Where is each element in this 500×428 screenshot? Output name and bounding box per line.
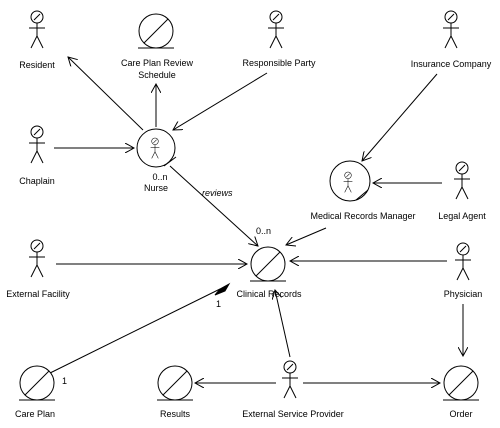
- clinical-multiplicity: 0..n: [256, 226, 271, 236]
- node-label: Nurse: [144, 183, 168, 193]
- aggregation-diamond: [214, 282, 231, 296]
- node-care-plan-review-schedule[interactable]: Care Plan Review Schedule: [121, 13, 194, 80]
- node-label: Responsible Party: [242, 58, 316, 68]
- edge-mrm-clinical: [286, 227, 327, 245]
- edge-nurse-clinical: [169, 165, 258, 246]
- node-label-line2: Schedule: [138, 70, 176, 80]
- node-label: Clinical Records: [236, 289, 302, 299]
- node-responsible-party[interactable]: Responsible Party: [242, 10, 316, 68]
- node-label: External Facility: [6, 289, 70, 299]
- node-label-line1: Care Plan Review: [121, 58, 194, 68]
- node-label: Physician: [444, 289, 483, 299]
- node-nurse[interactable]: 0..n Nurse: [136, 128, 177, 193]
- connectors: [43, 57, 463, 383]
- node-order[interactable]: Order: [442, 365, 480, 419]
- care-plan-multiplicity: 1: [62, 376, 67, 386]
- actor-icon: [28, 239, 46, 278]
- edge-label-reviews: reviews: [202, 188, 233, 198]
- aggregation-multiplicity: 1: [216, 299, 221, 309]
- node-label: External Service Provider: [242, 409, 344, 419]
- node-resident[interactable]: Resident: [19, 10, 55, 70]
- entity-icon: [442, 365, 480, 401]
- nurse-multiplicity: 0..n: [152, 172, 167, 182]
- node-label: Legal Agent: [438, 211, 486, 221]
- actor-icon: [28, 10, 46, 49]
- entity-icon: [18, 365, 56, 401]
- node-label: Resident: [19, 60, 55, 70]
- node-results[interactable]: Results: [156, 365, 194, 419]
- node-care-plan[interactable]: 1 Care Plan: [15, 365, 67, 419]
- node-chaplain[interactable]: Chaplain: [19, 125, 55, 186]
- actor-icon: [281, 360, 299, 399]
- node-label: Results: [160, 409, 191, 419]
- node-clinical-records[interactable]: 0..n Clinical Records: [236, 226, 302, 299]
- edge-responsible-nurse: [173, 72, 268, 130]
- edge-careplan-aggregation: [43, 288, 221, 377]
- node-label: Care Plan: [15, 409, 55, 419]
- worker-tail: [163, 156, 177, 167]
- node-label: Order: [449, 409, 472, 419]
- worker-circle: [136, 128, 176, 168]
- actor-icon: [453, 161, 471, 200]
- actor-icon: [267, 10, 285, 49]
- node-legal-agent[interactable]: Legal Agent: [438, 161, 486, 221]
- worker-circle: [329, 160, 371, 202]
- node-medical-records-manager[interactable]: Medical Records Manager: [310, 160, 416, 221]
- node-label: Medical Records Manager: [310, 211, 415, 221]
- node-external-service-provider[interactable]: External Service Provider: [242, 360, 344, 419]
- edge-esp-clinical: [275, 290, 291, 358]
- node-insurance-company[interactable]: Insurance Company: [411, 10, 492, 69]
- node-external-facility[interactable]: External Facility: [6, 239, 70, 299]
- node-physician[interactable]: Physician: [444, 242, 483, 299]
- actor-icon: [28, 125, 46, 164]
- entity-icon: [156, 365, 194, 401]
- worker-tail: [355, 189, 369, 201]
- edge-nurse-resident: [68, 57, 144, 131]
- actor-icon: [442, 10, 460, 49]
- actor-icon: [454, 242, 472, 281]
- node-label: Insurance Company: [411, 59, 492, 69]
- entity-icon: [249, 246, 287, 282]
- edge-insurance-mrm: [362, 73, 438, 161]
- node-label: Chaplain: [19, 176, 55, 186]
- entity-icon: [137, 13, 175, 49]
